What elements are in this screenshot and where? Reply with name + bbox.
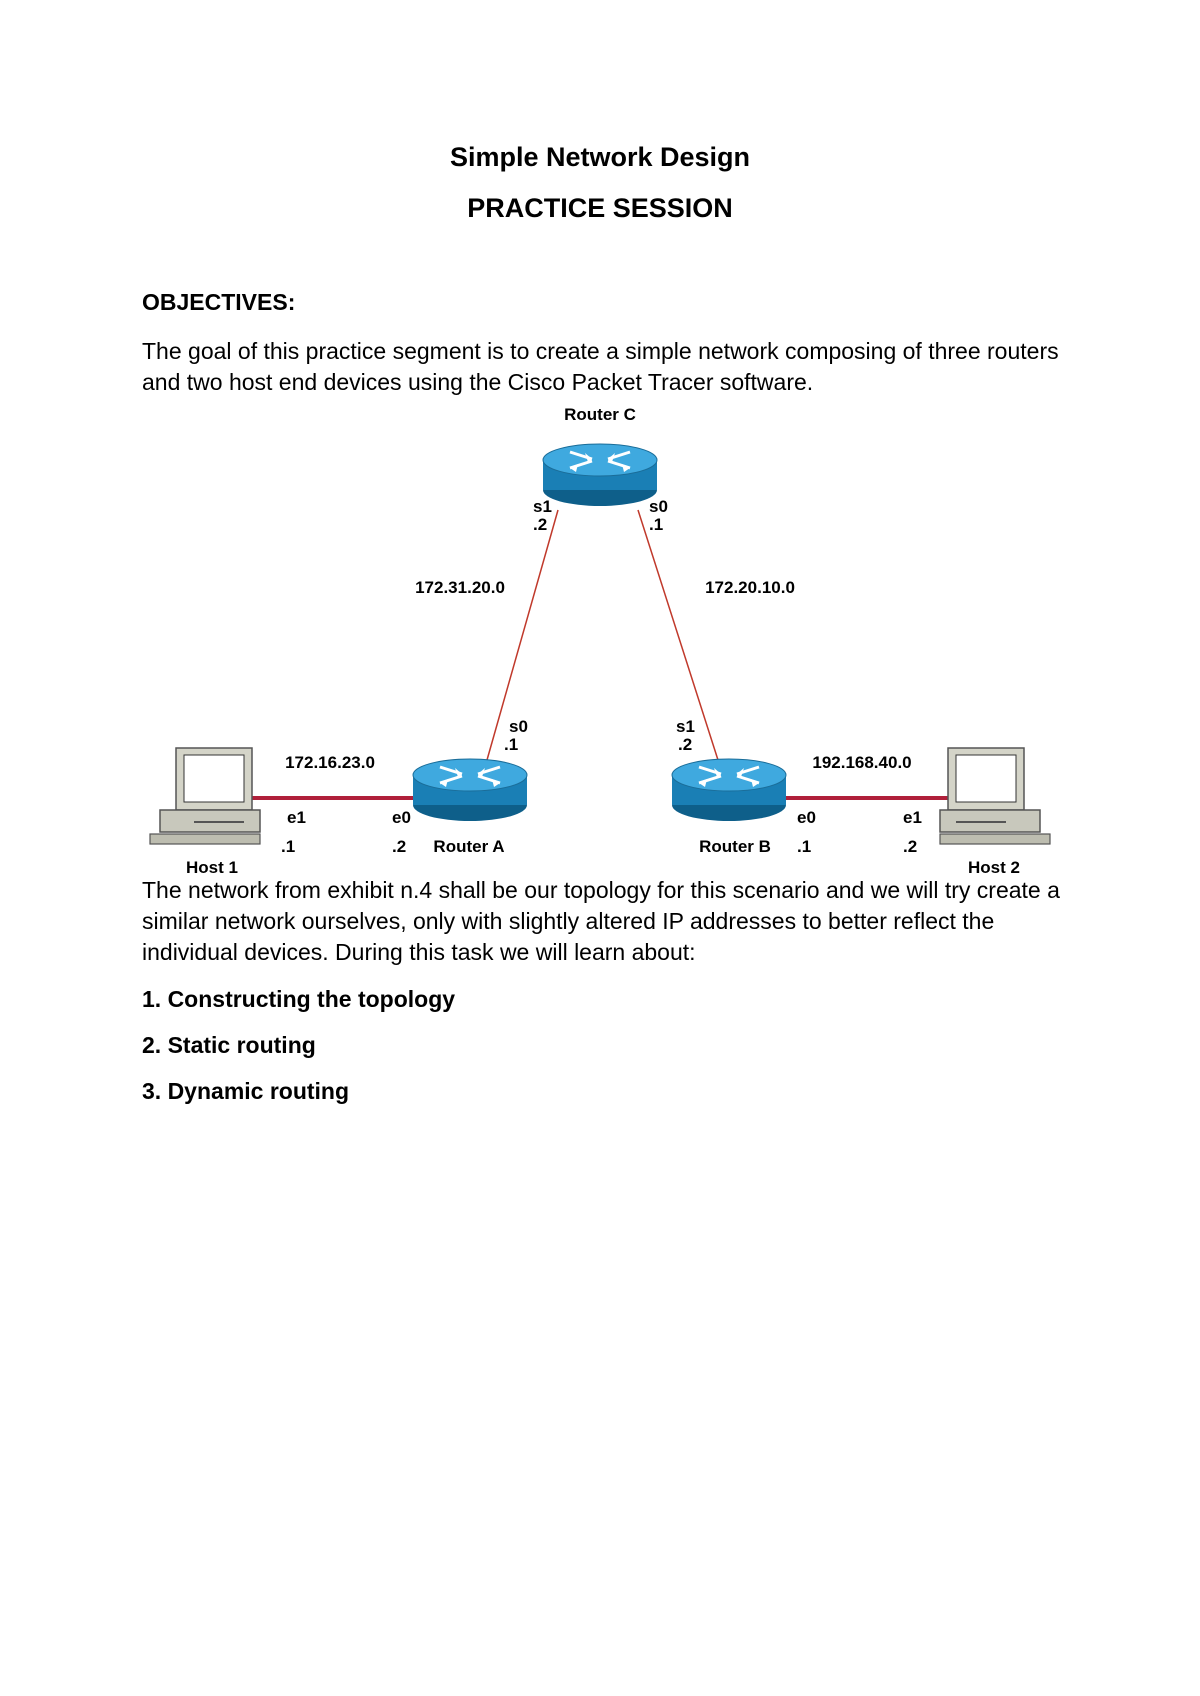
host-2-label: Host 2 — [968, 858, 1020, 877]
router-b-s1-addr: .2 — [678, 735, 692, 754]
network-topology-diagram: Router C Router A Router B Host 1 Host 2… — [149, 405, 1051, 877]
link-c-a — [486, 509, 559, 761]
router-c-s0-label: s0 — [649, 497, 668, 516]
router-a-label: Router A — [433, 837, 504, 856]
router-a-e0-addr: .2 — [392, 837, 406, 856]
body-paragraph: The network from exhibit n.4 shall be ou… — [142, 877, 1060, 965]
router-c-s0-addr: .1 — [649, 515, 663, 534]
list-item: 2. Static routing — [142, 1032, 316, 1058]
network-b-host2-label: 192.168.40.0 — [812, 753, 911, 772]
router-c-s1-addr: .2 — [533, 515, 547, 534]
network-c-a-label: 172.31.20.0 — [415, 578, 505, 597]
objectives-heading: OBJECTIVES: — [142, 289, 296, 315]
router-a-s0-label: s0 — [509, 717, 528, 736]
host-1-label: Host 1 — [186, 858, 238, 877]
network-c-b-label: 172.20.10.0 — [705, 578, 795, 597]
router-c-s1-label: s1 — [533, 497, 552, 516]
host-1-e1-label: e1 — [287, 808, 306, 827]
host-2-addr: .2 — [903, 837, 917, 856]
list-item: 1. Constructing the topology — [142, 986, 456, 1012]
router-a-s0-addr: .1 — [504, 735, 518, 754]
page-subtitle: PRACTICE SESSION — [467, 193, 733, 223]
host-2-icon — [939, 747, 1051, 845]
list-item: 3. Dynamic routing — [142, 1078, 350, 1104]
host-1-icon — [149, 747, 261, 845]
network-host1-a-label: 172.16.23.0 — [285, 753, 375, 772]
router-a-e0-label: e0 — [392, 808, 411, 827]
router-b-icon — [670, 757, 788, 823]
router-c-label: Router C — [564, 405, 636, 424]
router-b-s1-label: s1 — [676, 717, 695, 736]
link-c-b — [637, 509, 719, 761]
router-b-e0-label: e0 — [797, 808, 816, 827]
intro-paragraph: The goal of this practice segment is to … — [142, 338, 1059, 395]
page-title: Simple Network Design — [449, 142, 751, 172]
router-b-label: Router B — [699, 837, 771, 856]
router-a-icon — [411, 757, 529, 823]
host-1-addr: .1 — [281, 837, 295, 856]
router-c-icon — [541, 442, 659, 508]
router-b-e0-addr: .1 — [797, 837, 811, 856]
host-2-e1-label: e1 — [903, 808, 922, 827]
